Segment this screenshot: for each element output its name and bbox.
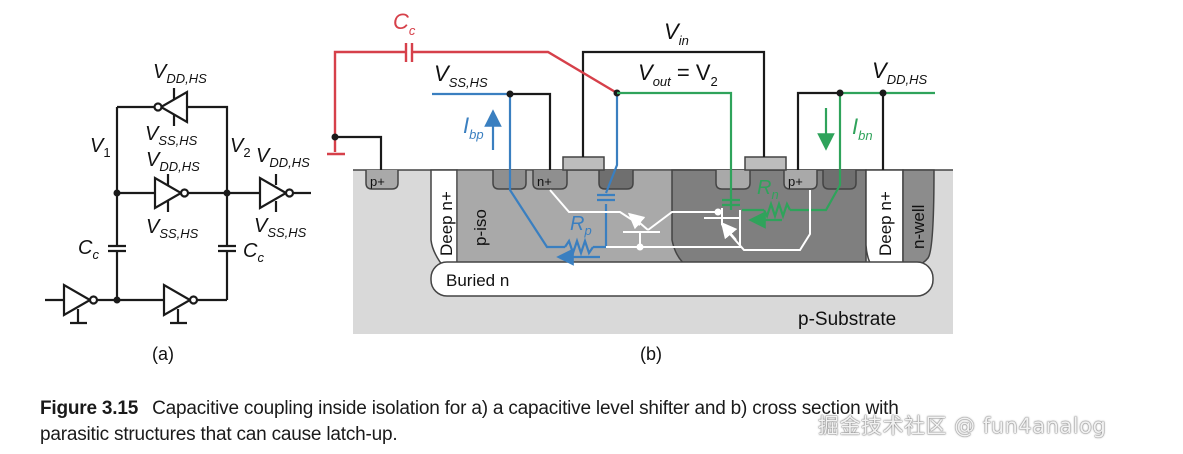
pnp-emitter-arrow bbox=[720, 221, 738, 241]
node-vdd-2 bbox=[879, 89, 887, 97]
diff-p-drain bbox=[715, 170, 751, 190]
node-npn-base bbox=[636, 243, 644, 251]
label-vss-out: VSS,HS bbox=[254, 215, 307, 240]
panel-a-schematic bbox=[45, 88, 311, 325]
wire-cc-right bbox=[413, 50, 618, 95]
wire-vout-green bbox=[617, 91, 733, 210]
figure-number: Figure 3.15 bbox=[40, 398, 139, 419]
panel-b-label: (b) bbox=[640, 344, 662, 364]
inverter-drv2-bubble bbox=[188, 295, 199, 305]
label-deep-n-right: Deep n+ bbox=[876, 191, 895, 256]
wire-vin bbox=[581, 50, 766, 157]
label-ibn: Ibn bbox=[852, 114, 873, 143]
npn-emitter-arrow bbox=[627, 212, 649, 231]
wire-cc-left bbox=[333, 50, 405, 152]
gate-nmos bbox=[562, 156, 605, 171]
label-vdd-top: VDD,HS bbox=[153, 61, 207, 86]
inverter-out bbox=[258, 176, 289, 210]
label-vdd-out: VDD,HS bbox=[256, 145, 310, 170]
node-cc-ground bbox=[331, 133, 339, 141]
label-vin: Vin bbox=[664, 19, 689, 48]
label-v1: V1 bbox=[90, 135, 111, 160]
wire-top-right bbox=[187, 105, 229, 191]
label-vout: Vout = V2 bbox=[638, 60, 718, 89]
parasitic-thyristor bbox=[549, 189, 811, 251]
inverter-drv1 bbox=[62, 283, 93, 317]
diff-p-plus-right bbox=[783, 170, 818, 190]
label-rn: Rn bbox=[757, 177, 779, 202]
panel-b-cross-section bbox=[353, 156, 953, 334]
figure-caption: Figure 3.15 Capacitive coupling inside is… bbox=[40, 396, 1150, 448]
label-ibp: Ibp bbox=[463, 113, 484, 142]
label-n-well: n-well bbox=[909, 205, 928, 249]
wire-vout-blue bbox=[604, 93, 619, 194]
label-p-iso: p-iso bbox=[471, 209, 490, 246]
inverter-drv2 bbox=[162, 283, 193, 317]
pnp-emitter-wire bbox=[721, 190, 811, 251]
label-vss-mid: VSS,HS bbox=[146, 216, 199, 241]
label-rp: Rp bbox=[570, 213, 592, 238]
node-pnp-base bbox=[714, 208, 722, 216]
base-link-wire bbox=[606, 210, 741, 248]
wire-pplus-left bbox=[335, 135, 383, 170]
node-drv bbox=[113, 296, 121, 304]
node-v1 bbox=[113, 189, 121, 197]
label-vss-hs: VSS,HS bbox=[434, 61, 488, 90]
label-buried-n: Buried n bbox=[446, 271, 509, 290]
diff-n-plus bbox=[532, 170, 568, 190]
wire-cc-red bbox=[327, 43, 618, 156]
diff-n-drain bbox=[598, 170, 634, 190]
label-p-plus-left: p+ bbox=[370, 174, 385, 189]
wires-black bbox=[335, 50, 885, 170]
label-p-substrate: p-Substrate bbox=[798, 309, 896, 330]
node-v2 bbox=[223, 189, 231, 197]
wire-nplus bbox=[510, 92, 552, 170]
watermark: 掘金技术社区 @ fun4analog bbox=[818, 414, 1107, 438]
node-vdd-1 bbox=[836, 89, 844, 97]
inverter-top bbox=[158, 90, 189, 124]
inverter-out-bubble bbox=[284, 188, 295, 198]
wire-ibp-path bbox=[508, 94, 565, 249]
node-vss-hs bbox=[506, 90, 514, 98]
diff-p-plus-left bbox=[365, 170, 399, 190]
pnp-collector-wire bbox=[647, 211, 720, 231]
wire-ibn-path bbox=[790, 93, 842, 212]
label-vdd-hs: VDD,HS bbox=[872, 58, 927, 87]
label-n-plus: n+ bbox=[537, 174, 552, 189]
label-cc-left: Cc bbox=[78, 237, 99, 262]
label-p-plus-right: p+ bbox=[788, 174, 803, 189]
caption-line2: parasitic structures that can cause latc… bbox=[40, 424, 398, 445]
label-vss-top: VSS,HS bbox=[145, 123, 198, 148]
inverter-drv1-bubble bbox=[88, 295, 99, 305]
wires-green bbox=[617, 91, 935, 229]
label-cc-right: Cc bbox=[243, 240, 264, 265]
label-vdd-mid: VDD,HS bbox=[146, 149, 200, 174]
label-deep-n-left: Deep n+ bbox=[437, 191, 456, 256]
inverter-mid bbox=[153, 176, 184, 210]
inverter-mid-bubble bbox=[179, 188, 190, 198]
wires-blue bbox=[432, 92, 619, 266]
panel-a-label: (a) bbox=[152, 344, 174, 364]
resistor-rp bbox=[564, 237, 594, 257]
gate-pmos bbox=[744, 156, 787, 171]
label-v2: V2 bbox=[230, 135, 251, 160]
region-buried-n bbox=[430, 261, 934, 297]
wire-pplus-right bbox=[796, 91, 840, 170]
label-cc: Cc bbox=[393, 9, 416, 38]
resistor-rn bbox=[763, 200, 791, 220]
caption-line1: Capacitive coupling inside isolation for… bbox=[152, 398, 899, 419]
inverter-top-bubble bbox=[153, 102, 163, 112]
